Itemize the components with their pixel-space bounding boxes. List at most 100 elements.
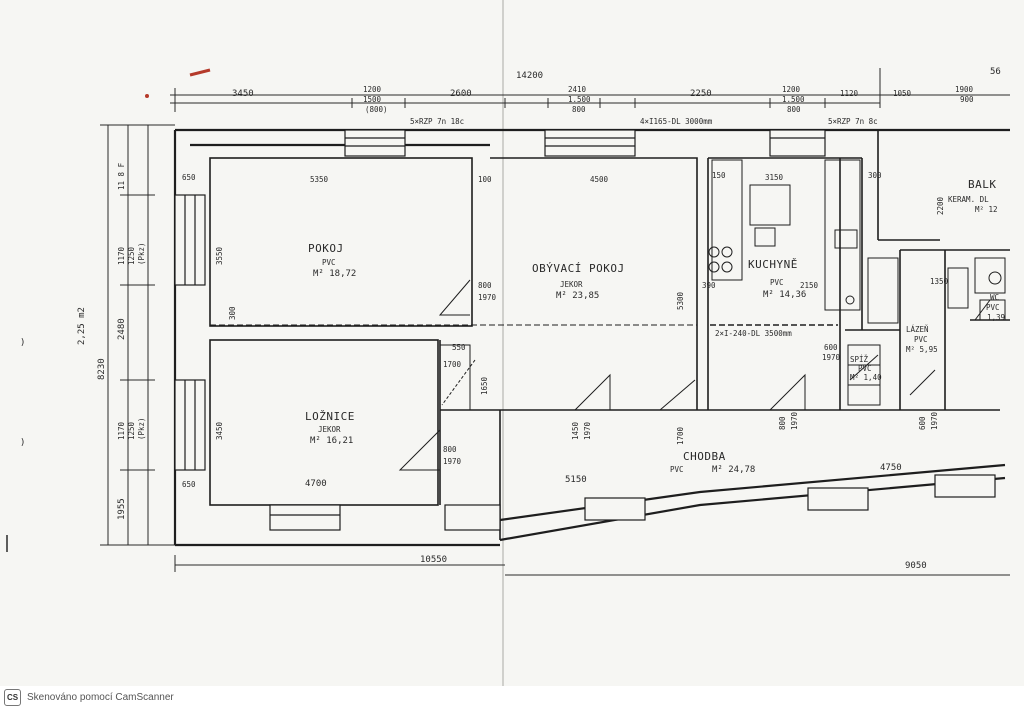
svg-text:800: 800	[443, 445, 457, 454]
svg-text:2×I-240-DL 3500mm: 2×I-240-DL 3500mm	[715, 329, 792, 338]
window-left-top	[174, 194, 206, 286]
svg-text:2410: 2410	[568, 85, 587, 94]
scanner-footer: CS Skenováno pomocí CamScanner	[0, 686, 1024, 708]
svg-text:100: 100	[478, 175, 492, 184]
kitchen-fittings	[708, 159, 1006, 406]
svg-text:650: 650	[182, 480, 196, 489]
svg-text:1970: 1970	[930, 411, 939, 430]
svg-text:150: 150	[712, 171, 726, 180]
room-lazen-name: LÁZEŇ	[906, 325, 929, 334]
room-pokoj-name: POKOJ	[308, 242, 344, 255]
svg-text:1970: 1970	[790, 411, 799, 430]
svg-text:3550: 3550	[215, 246, 224, 265]
svg-text:3150: 3150	[765, 173, 784, 182]
svg-text:800: 800	[572, 105, 586, 114]
svg-text:800: 800	[787, 105, 801, 114]
window-note-3: 5×RZP 7n 8c	[828, 117, 878, 126]
window-kuchyne	[769, 129, 826, 157]
scanned-sheet	[0, 0, 1024, 686]
svg-text:1970: 1970	[583, 421, 592, 440]
svg-text:1050: 1050	[893, 89, 912, 98]
door-loznice	[398, 429, 441, 471]
room-kuchyne-name: KUCHYNĚ	[748, 258, 798, 271]
svg-text:1970: 1970	[478, 293, 497, 302]
room-pokoj-floor: PVC	[322, 258, 336, 267]
svg-text:1700: 1700	[676, 426, 685, 445]
room-lazen-area: M² 5,95	[906, 345, 938, 354]
room-balkon-area: M² 12	[975, 205, 998, 214]
svg-text:1900: 1900	[955, 85, 974, 94]
wall-pokoj	[209, 157, 473, 327]
room-balkon-name: BALK	[968, 178, 997, 191]
svg-text:1650: 1650	[480, 376, 489, 395]
svg-text:2250: 2250	[690, 89, 712, 99]
svg-text:600: 600	[824, 343, 838, 352]
room-loznice-floor: JEKOR	[318, 425, 341, 434]
svg-text:): )	[20, 438, 25, 448]
svg-text:300: 300	[868, 171, 882, 180]
room-kuchyne-floor: PVC	[770, 278, 784, 287]
door-kuchyne	[769, 373, 806, 411]
svg-text:550: 550	[452, 343, 466, 352]
svg-text:9050: 9050	[905, 561, 927, 571]
room-pokoj-area: M² 18,72	[313, 269, 356, 279]
window-pokoj	[344, 129, 406, 157]
svg-text:1970: 1970	[443, 457, 462, 466]
room-lazen-floor: PVC	[914, 335, 928, 344]
room-obyvaci-name: OBÝVACÍ POKOJ	[532, 262, 625, 275]
room-chodba-name: CHODBA	[683, 450, 726, 463]
camscanner-icon: CS	[4, 688, 21, 706]
svg-text:8230: 8230	[97, 358, 107, 380]
svg-text:(Pkz): (Pkz)	[137, 242, 146, 265]
svg-text:2480: 2480	[117, 318, 127, 340]
room-chodba-area: M² 24,78	[712, 465, 755, 475]
svg-text:800: 800	[478, 281, 492, 290]
svg-text:1250: 1250	[127, 246, 136, 265]
svg-text:1200: 1200	[782, 85, 801, 94]
window-obyvaci	[544, 129, 636, 157]
window-loznice	[269, 504, 341, 531]
svg-text:1250: 1250	[127, 421, 136, 440]
svg-text:4700: 4700	[305, 479, 327, 489]
svg-text:900: 900	[960, 95, 974, 104]
svg-text:1450: 1450	[571, 421, 580, 440]
svg-text:1350: 1350	[930, 277, 949, 286]
svg-text:3450: 3450	[215, 421, 224, 440]
room-obyvaci-floor: JEKOR	[560, 280, 583, 289]
svg-text:(Pkz): (Pkz)	[137, 417, 146, 440]
svg-text:1500: 1500	[363, 95, 382, 104]
svg-text:390: 390	[702, 281, 716, 290]
dim-total-top: 14200	[516, 71, 543, 81]
svg-text:2,25 m2: 2,25 m2	[77, 307, 87, 345]
margin-mark: )	[20, 338, 25, 348]
svg-text:1.500: 1.500	[782, 95, 805, 104]
room-loznice-area: M² 16,21	[310, 436, 353, 446]
dim-total-bottom: 10550	[420, 555, 447, 565]
room-balkon-floor: KERAM. DL	[948, 195, 989, 204]
room-wc-area: 1,39	[987, 313, 1005, 322]
window-note-2: 4×I165-DL 3000mm	[640, 117, 713, 126]
room-kuchyne-area: M² 14,36	[763, 290, 806, 300]
red-pen-mark	[189, 68, 211, 77]
page-fold	[502, 0, 504, 686]
svg-text:650: 650	[182, 173, 196, 182]
svg-text:600: 600	[918, 416, 927, 430]
room-wc-floor: PVC	[986, 303, 1000, 312]
svg-text:3450: 3450	[232, 89, 254, 99]
svg-text:300: 300	[228, 306, 237, 320]
svg-text:56: 56	[990, 67, 1001, 77]
door-obyvaci	[574, 373, 611, 411]
svg-text:2200: 2200	[936, 196, 945, 215]
window-note-1: 5×RZP 7n 18c	[410, 117, 464, 126]
door-pokoj	[438, 279, 471, 316]
svg-text:4750: 4750	[880, 463, 902, 473]
svg-text:5300: 5300	[676, 291, 685, 310]
room-loznice-name: LOŽNICE	[305, 410, 355, 423]
svg-text:4500: 4500	[590, 175, 609, 184]
floor-plan: 14200 56 3450 1200 1500 (800) 2600 2410 …	[6, 67, 1010, 576]
svg-text:1170: 1170	[117, 246, 126, 265]
svg-text:5350: 5350	[310, 175, 329, 184]
room-chodba-floor: PVC	[670, 465, 684, 474]
room-spiz-floor: PVC	[858, 364, 872, 373]
window-left-bottom	[174, 379, 206, 471]
